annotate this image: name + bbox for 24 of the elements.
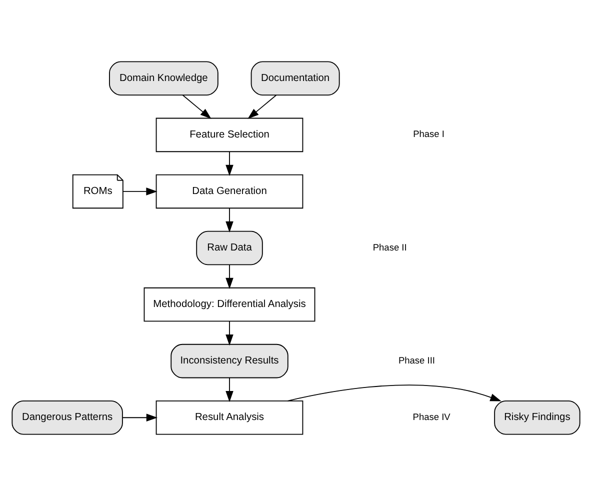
label: Phase II [372, 242, 407, 252]
node-box: Dangerous Patterns [12, 400, 123, 434]
label: Phase IV [412, 411, 450, 422]
label: Phase I [413, 128, 444, 139]
node-box: Domain Knowledge [109, 60, 218, 96]
arrow [122, 413, 158, 421]
arrow [182, 94, 212, 118]
arrow [122, 187, 158, 195]
node-box: Methodology: Differential Analysis [144, 286, 316, 322]
arrow [287, 384, 502, 401]
node-box: Inconsistency Results [170, 343, 288, 378]
arrow [226, 207, 234, 232]
node-box: Raw Data [196, 230, 263, 265]
node-box: Documentation [250, 60, 340, 96]
label: Phase III [398, 354, 435, 365]
arrow [226, 264, 234, 289]
arrow [248, 94, 277, 118]
node-box: Data Generation [156, 174, 304, 208]
node-box: Risky Findings [494, 400, 580, 434]
arrow [226, 320, 234, 346]
arrow [226, 376, 234, 402]
arrow [226, 150, 234, 176]
node-box: Result Analysis [156, 400, 304, 434]
node-box: Feature Selection [156, 117, 304, 152]
